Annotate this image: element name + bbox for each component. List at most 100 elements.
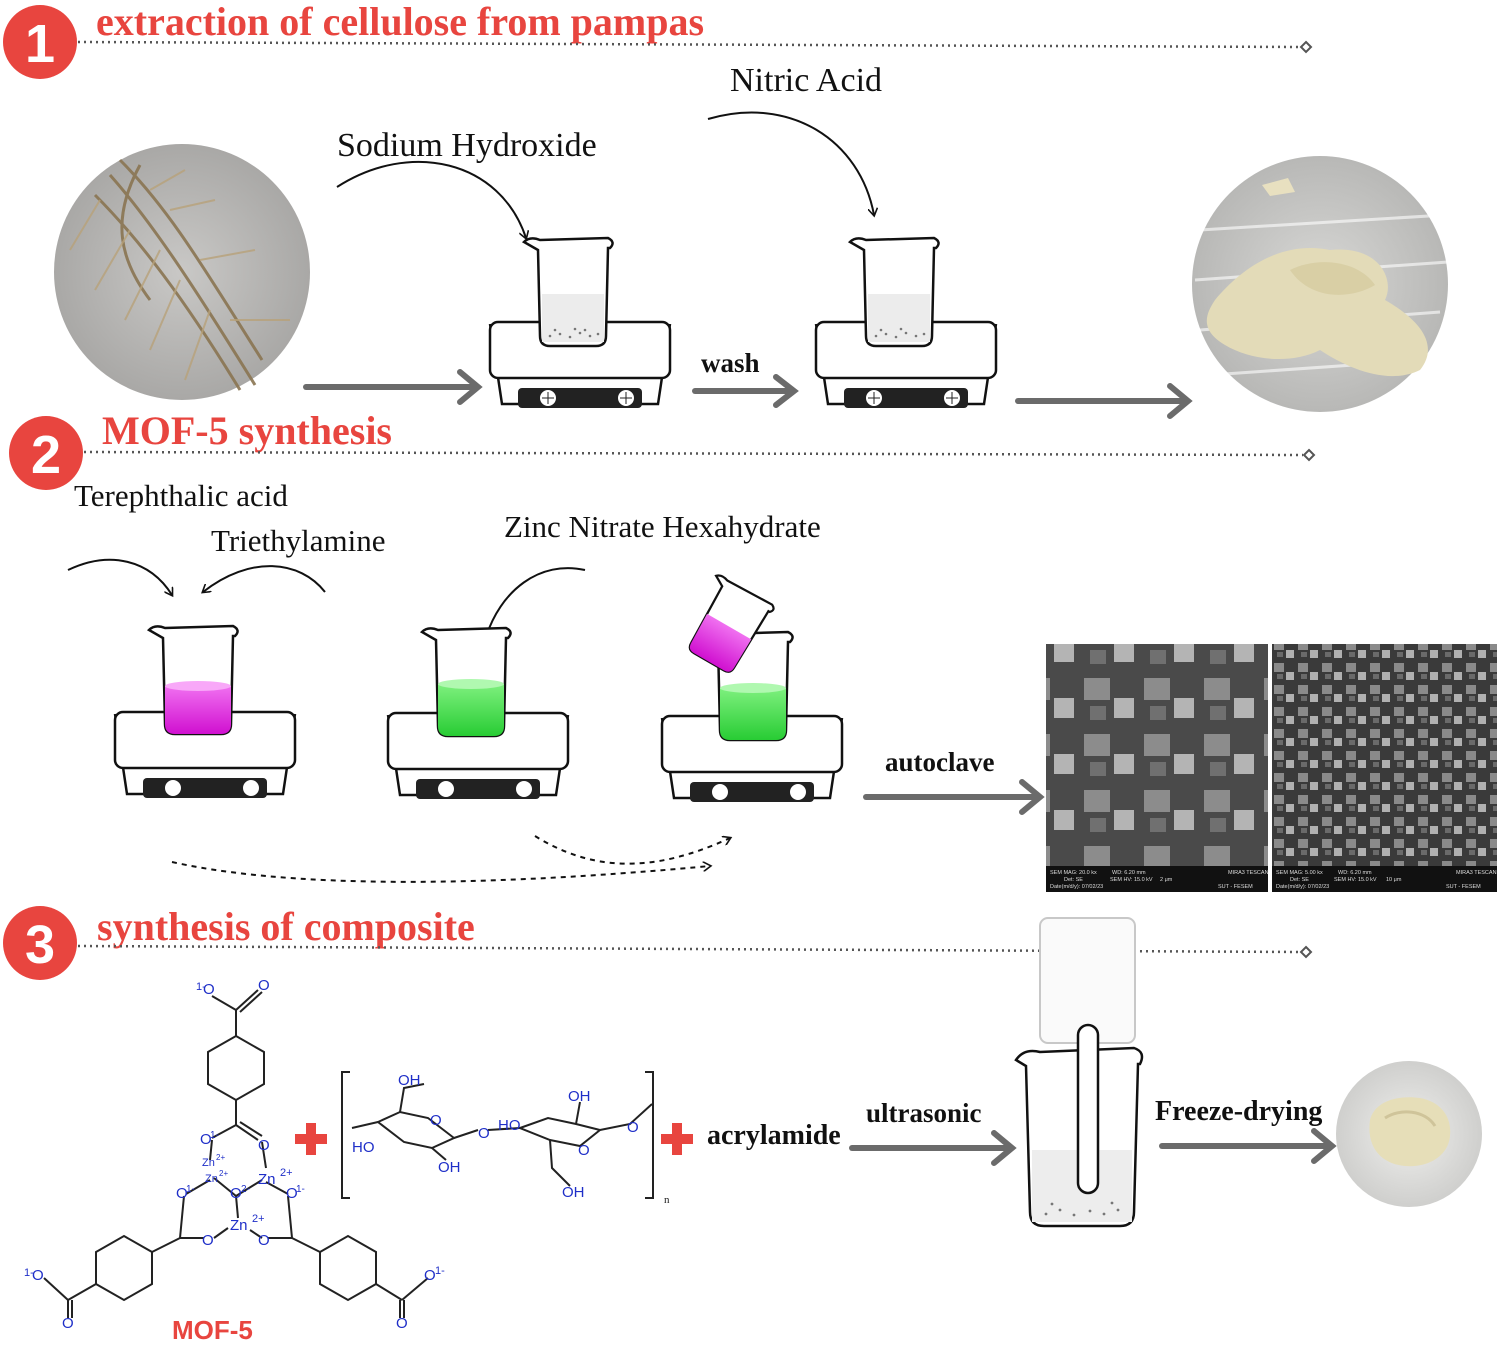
- step2-badge: 2: [9, 416, 83, 490]
- wash-label: wash: [701, 348, 760, 378]
- svg-text:HO: HO: [498, 1117, 521, 1134]
- hotplate-stirrer-icon: [488, 320, 672, 408]
- step3-badge: 3: [3, 906, 77, 980]
- svg-text:1-: 1-: [296, 1184, 305, 1195]
- pouring-beaker-icon: [688, 574, 775, 673]
- svg-text:MIRA3 TESCAN: MIRA3 TESCAN: [1228, 870, 1269, 876]
- zinc-nitrate-label: Zinc Nitrate Hexahydrate: [504, 509, 821, 544]
- svg-text:1-: 1-: [210, 1130, 219, 1141]
- transfer-arrow-2: [534, 835, 730, 865]
- autoclave-label: autoclave: [885, 747, 995, 777]
- svg-text:1-: 1-: [24, 1267, 34, 1279]
- svg-text:SEM MAG: 5.00 kx: SEM MAG: 5.00 kx: [1276, 870, 1323, 876]
- svg-text:1-: 1-: [186, 1184, 195, 1195]
- svg-text:O: O: [430, 1112, 442, 1129]
- hotplate-stirrer-icon: [386, 711, 570, 799]
- svg-text:O: O: [258, 1137, 270, 1154]
- zinc-arrow: [485, 567, 586, 640]
- svg-text:Zn: Zn: [258, 1171, 276, 1188]
- svg-text:O: O: [203, 981, 215, 998]
- svg-text:O: O: [258, 1232, 270, 1249]
- svg-text:1-: 1-: [435, 1265, 445, 1277]
- cellulose-atoms: OH O HO OH O OH HO O OH O n: [352, 1072, 670, 1206]
- pampas-photo: [54, 144, 310, 400]
- svg-text:Date(m/d/y): 07/02/23: Date(m/d/y): 07/02/23: [1050, 884, 1103, 890]
- svg-text:OH: OH: [438, 1159, 461, 1176]
- svg-text:2+: 2+: [216, 1153, 225, 1162]
- svg-text:Det: SE: Det: SE: [1290, 877, 1309, 883]
- mof5-label: MOF-5: [172, 1315, 253, 1345]
- step1-badge: 1: [3, 5, 77, 79]
- svg-text:2: 2: [31, 425, 61, 485]
- svg-text:10 μm: 10 μm: [1386, 877, 1402, 883]
- svg-text:Zn: Zn: [205, 1173, 218, 1185]
- svg-text:SEM HV: 15.0 kV: SEM HV: 15.0 kV: [1334, 877, 1377, 883]
- beaker-icon: [847, 236, 940, 348]
- svg-text:SUT - FESEM: SUT - FESEM: [1446, 884, 1481, 890]
- svg-text:O: O: [200, 1131, 212, 1148]
- svg-text:1: 1: [25, 14, 55, 74]
- mof5-structure: [43, 989, 429, 1318]
- transfer-arrow-1: [171, 862, 710, 883]
- beaker-icon: [146, 624, 239, 736]
- svg-text:Zn: Zn: [230, 1217, 248, 1234]
- svg-text:O: O: [396, 1315, 408, 1332]
- svg-text:3: 3: [25, 915, 55, 975]
- terephthalic-arrow: [67, 558, 172, 595]
- autoclave-arrow: [863, 779, 1045, 815]
- svg-text:O: O: [286, 1185, 298, 1202]
- svg-text:OH: OH: [562, 1184, 585, 1201]
- svg-text:O: O: [62, 1315, 74, 1332]
- beaker-icon: [419, 626, 512, 738]
- svg-text:SEM MAG: 20.0 kx: SEM MAG: 20.0 kx: [1050, 870, 1097, 876]
- step3-title: synthesis of composite: [97, 904, 475, 949]
- section-dividers: [77, 40, 1304, 954]
- hno3-arrow: [707, 111, 874, 215]
- mof5-atoms: 1- O O O 1- O Zn 2+ Zn 2+ Zn 2+ O 1- O 2…: [24, 977, 445, 1332]
- svg-text:2+: 2+: [219, 1169, 228, 1178]
- svg-text:2 μm: 2 μm: [1160, 877, 1173, 883]
- step2-title: MOF-5 synthesis: [102, 408, 392, 453]
- hotplate-stirrer-icon: [814, 320, 998, 408]
- svg-text:MIRA3 TESCAN: MIRA3 TESCAN: [1456, 870, 1497, 876]
- svg-text:O: O: [478, 1125, 490, 1142]
- nitric-acid-label: Nitric Acid: [730, 62, 883, 99]
- process-arrows: [303, 369, 1193, 419]
- ultrasonic-arrow: [849, 1130, 1017, 1166]
- freeze-drying-label: Freeze-drying: [1155, 1096, 1323, 1127]
- freeze-drying-arrow: [1159, 1128, 1337, 1164]
- hotplate-stirrer-icon: [113, 710, 297, 798]
- svg-text:WD: 6.20 mm: WD: 6.20 mm: [1112, 870, 1146, 876]
- svg-text:Date(m/d/y): 07/02/23: Date(m/d/y): 07/02/23: [1276, 884, 1329, 890]
- svg-text:Det: SE: Det: SE: [1064, 877, 1083, 883]
- acrylamide-label: acrylamide: [707, 1120, 841, 1151]
- step1-title: extraction of cellulose from pampas: [96, 0, 705, 44]
- beaker-icon: [521, 236, 614, 348]
- svg-text:Zn: Zn: [202, 1157, 215, 1169]
- svg-text:O: O: [202, 1232, 214, 1249]
- svg-text:O: O: [578, 1142, 590, 1159]
- svg-text:2+: 2+: [252, 1213, 265, 1225]
- composite-photo: [1336, 1061, 1482, 1207]
- naoh-arrow: [336, 160, 526, 238]
- svg-text:n: n: [664, 1194, 670, 1206]
- terephthalic-acid-label: Terephthalic acid: [74, 478, 288, 513]
- svg-text:WD: 6.20 mm: WD: 6.20 mm: [1338, 870, 1372, 876]
- ultrasonic-label: ultrasonic: [866, 1098, 982, 1128]
- plus-icon: [661, 1123, 693, 1155]
- hotplate-stirrer-icon: [660, 714, 844, 802]
- plus-icon: [295, 1123, 327, 1155]
- svg-text:OH: OH: [398, 1072, 421, 1089]
- svg-text:O: O: [176, 1185, 188, 1202]
- svg-text:O: O: [32, 1267, 44, 1284]
- svg-text:SUT - FESEM: SUT - FESEM: [1218, 884, 1253, 890]
- svg-text:2+: 2+: [280, 1167, 293, 1179]
- triethylamine-label: Triethylamine: [211, 523, 386, 558]
- svg-text:SEM HV: 15.0 kV: SEM HV: 15.0 kV: [1110, 877, 1153, 883]
- sem-image-right: SEM MAG: 5.00 kx WD: 6.20 mm MIRA3 TESCA…: [1272, 644, 1497, 892]
- svg-text:O: O: [230, 1185, 242, 1202]
- cellulose-structure: [341, 1071, 654, 1199]
- svg-text:O: O: [627, 1119, 639, 1136]
